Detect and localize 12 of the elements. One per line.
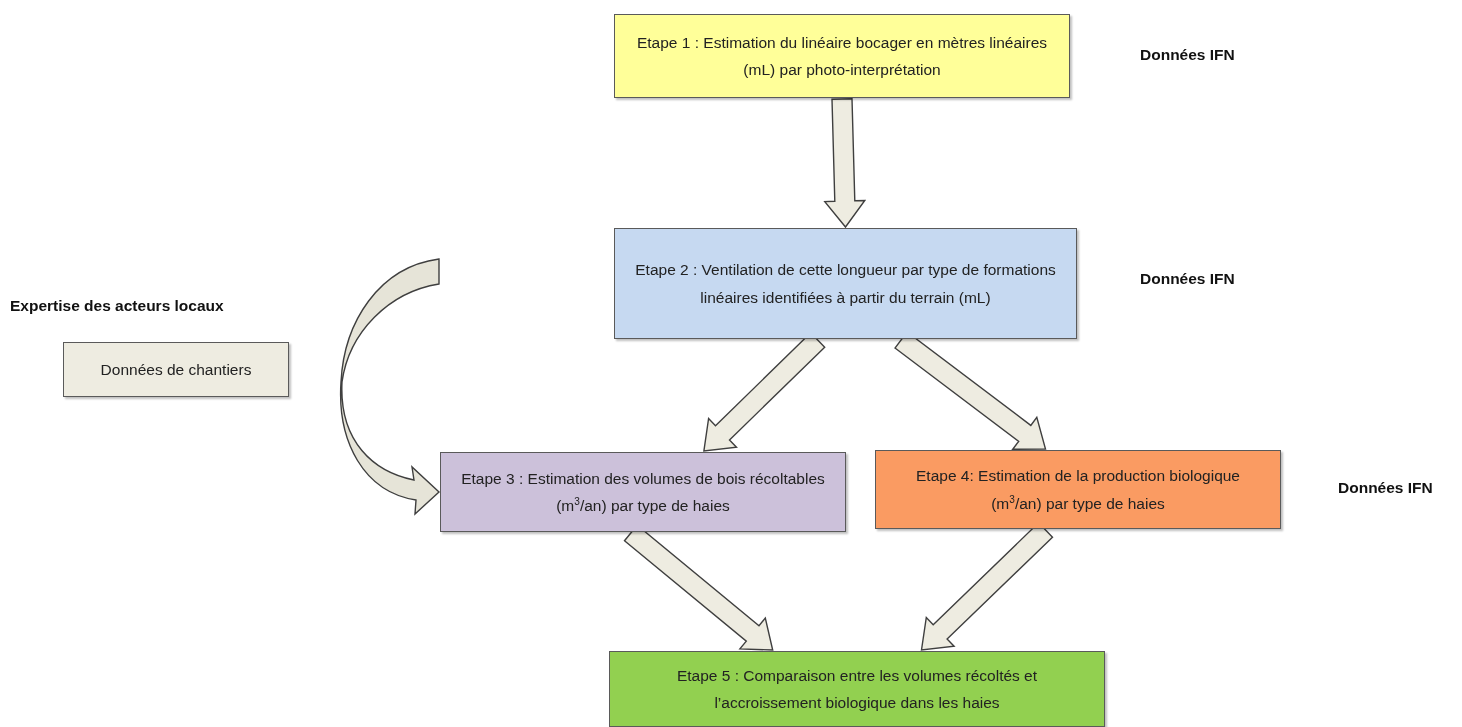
group-heading: Expertise des acteurs locaux <box>10 297 224 315</box>
data-box: Données de chantiers <box>63 342 289 397</box>
process-box: Etape 5 : Comparaison entre les volumes récoltés et l’accroissement biologique dans les haies <box>609 651 1105 727</box>
source-note: Données IFN <box>1140 270 1235 288</box>
process-box: Etape 2 : Ventilation de cette longueur par type de formations linéaires identifiées à partir du terrain (mL) <box>614 228 1077 339</box>
process-box: Etape 3 : Estimation des volumes de bois récoltables (m$^{3}$/an) par type de haies <box>440 452 846 532</box>
process-box: Etape 1 : Estimation du linéaire bocager en mètres linéaires (mL) par photo-interprétation <box>614 14 1070 98</box>
source-note: Données IFN <box>1140 46 1235 64</box>
curved-arrow <box>339 258 440 515</box>
block-arrow <box>823 97 867 229</box>
source-note: Données IFN <box>1338 479 1433 497</box>
process-box: Etape 4: Estimation de la production biologique (m$^{3}$/an) par type de haies <box>875 450 1281 529</box>
